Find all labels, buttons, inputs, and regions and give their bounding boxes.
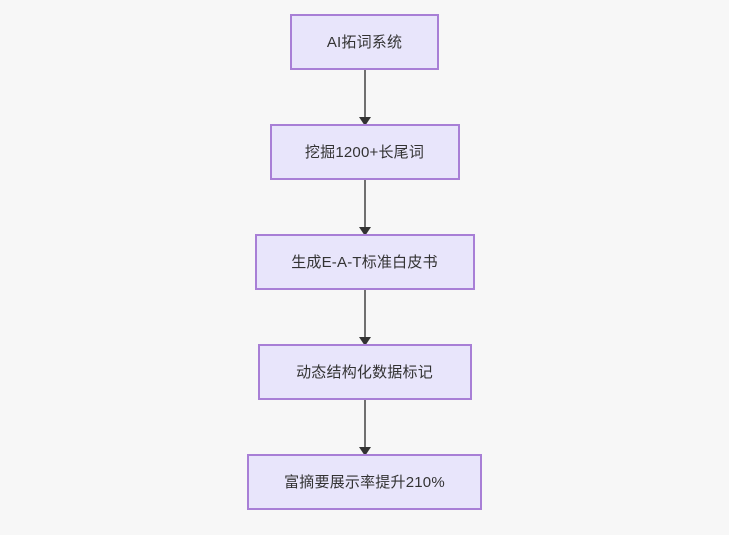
flowchart-node-rich-snippet-impression-uplift[interactable]: 富摘要展示率提升210% [247,454,482,510]
arrow-down-icon [358,337,371,346]
flowchart-node-ai-keyword-system[interactable]: AI拓词系统 [290,14,439,70]
edge-line [363,290,366,338]
node-label: 富摘要展示率提升210% [284,473,445,491]
flowchart-edge-n4-n5 [356,400,374,456]
flowchart-node-dynamic-structured-data-markup[interactable]: 动态结构化数据标记 [257,344,472,400]
node-label: AI拓词系统 [326,33,403,51]
node-label: 挖掘1200+长尾词 [304,143,425,161]
flowchart-node-mine-longtail-keywords[interactable]: 挖掘1200+长尾词 [269,124,460,180]
arrow-down-icon [358,117,371,126]
edge-line [363,400,366,448]
flowchart-edge-n1-n2 [356,70,374,126]
edge-line [363,70,366,118]
arrow-down-icon [358,447,371,456]
node-label: 生成E-A-T标准白皮书 [291,253,438,271]
edge-line [363,180,366,228]
flowchart-edge-n3-n4 [356,290,374,346]
flowchart-edge-n2-n3 [356,180,374,236]
node-label: 动态结构化数据标记 [296,363,433,381]
arrow-down-icon [358,227,371,236]
flowchart-node-generate-eat-whitepaper[interactable]: 生成E-A-T标准白皮书 [254,234,475,290]
